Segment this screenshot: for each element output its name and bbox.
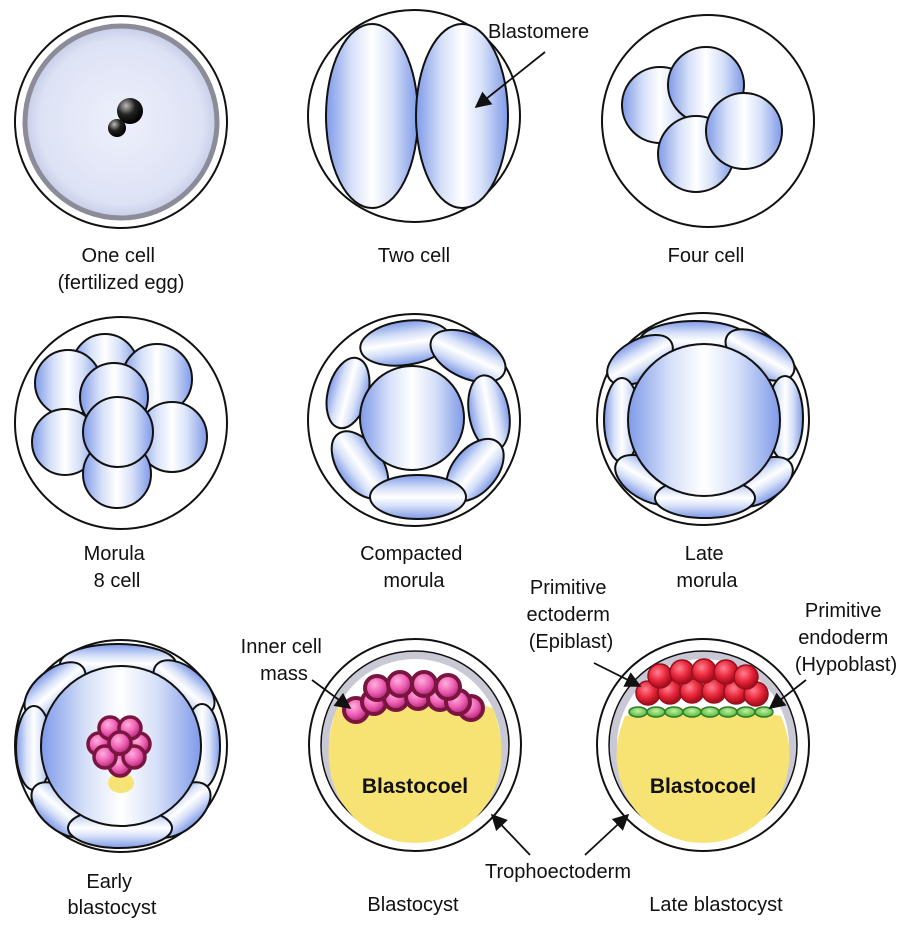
trophoectoderm-arrow-left — [492, 815, 530, 855]
stage-label-morula-8-cell: Morula 8 cell — [84, 543, 151, 592]
stage-label-early-blastocyst: Early blastocyst — [68, 871, 157, 919]
trophoectoderm-label: Trophoectoderm — [485, 861, 631, 883]
stage-label-blastocyst: Blastocyst — [367, 894, 459, 916]
blastomere — [326, 24, 418, 208]
pronucleus — [108, 119, 126, 137]
blastomere — [706, 93, 782, 169]
late-morula-embryo — [597, 313, 809, 525]
four-cell-embryo — [602, 15, 814, 227]
stage-label-late-morula: Late morula — [676, 543, 738, 592]
blastocyst-embryo — [309, 639, 521, 851]
late-blastocyst-embryo — [597, 639, 809, 851]
early-blastocyst-embryo — [15, 640, 227, 852]
compacted-morula-embryo — [308, 314, 520, 526]
one-cell-embryo — [15, 16, 227, 228]
primitive-endoderm-label: Primitive endoderm (Hypoblast) — [795, 600, 897, 676]
stage-label-late-blastocyst: Late blastocyst — [649, 894, 783, 916]
blastomere — [416, 24, 508, 208]
inner-cell-mass-label: Inner cell mass — [241, 636, 328, 685]
trophoectoderm-arrow-right — [585, 815, 628, 855]
stage-label-compacted-morula: Compacted morula — [360, 543, 468, 592]
morula-8-cell-embryo — [15, 317, 227, 529]
blastomere-label: Blastomere — [488, 21, 589, 43]
blastocoel-label: Blastocoel — [650, 775, 756, 798]
stage-label-one-cell: One cell (fertilized egg) — [58, 245, 185, 294]
stage-label-two-cell: Two cell — [378, 245, 450, 267]
blastocoel-label: Blastocoel — [362, 775, 468, 798]
stage-label-four-cell: Four cell — [668, 245, 745, 267]
primitive-ectoderm-label: Primitive ectoderm (Epiblast) — [527, 577, 616, 653]
